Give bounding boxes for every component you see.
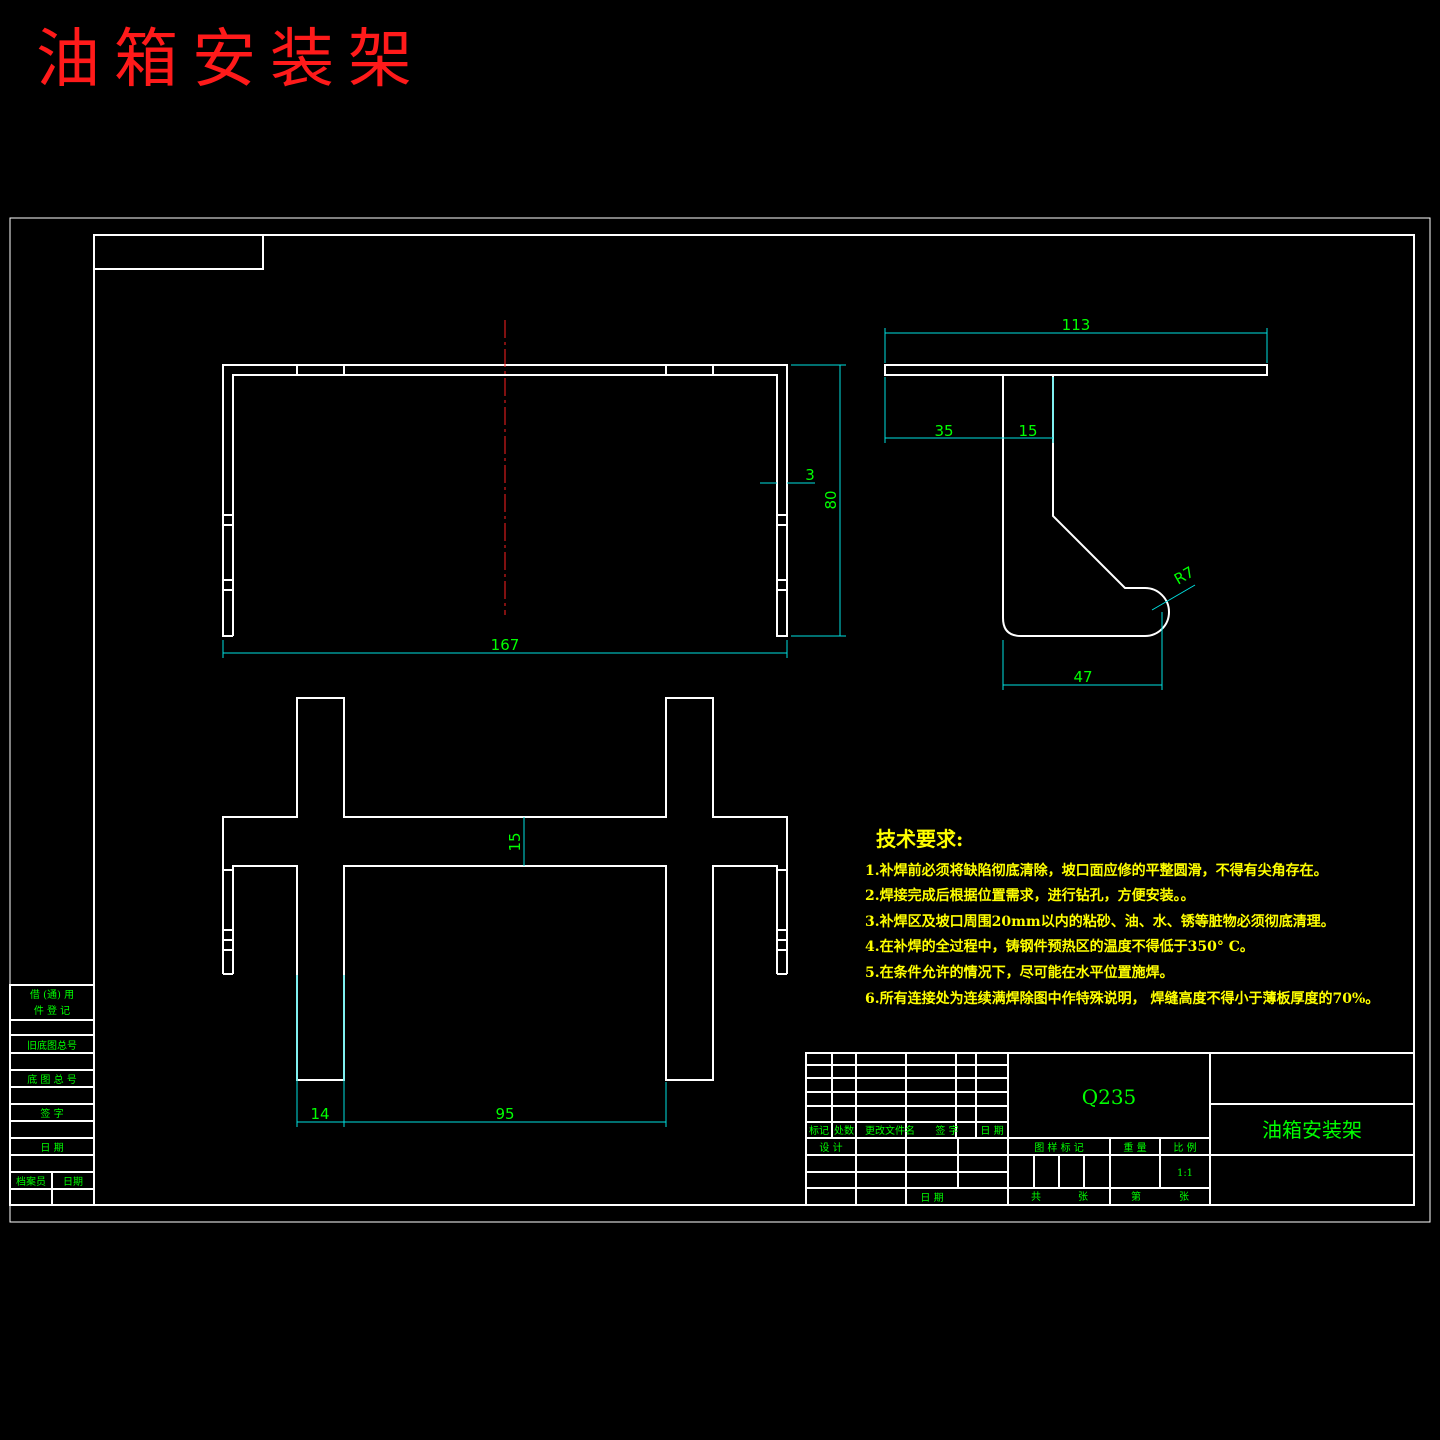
design-label: 设 计 xyxy=(819,1141,842,1154)
sheets-total-label: 共 xyxy=(1031,1191,1041,1203)
side-row-3: 底 图 总 号 xyxy=(27,1073,77,1086)
scale-value: 1:1 xyxy=(1177,1168,1193,1179)
material-value: Q235 xyxy=(1082,1085,1137,1109)
side-view: 113 35 15 R7 47 xyxy=(884,316,1268,690)
dim-15-side: 15 xyxy=(1018,422,1037,440)
scale-label: 比 例 xyxy=(1173,1141,1196,1154)
tech-item-5: 5.在条件允许的情况下，尽可能在水平位置施焊。 xyxy=(865,964,1174,981)
dim-15-plan: 15 xyxy=(506,832,524,851)
rev-header-count: 处数 xyxy=(834,1124,854,1137)
corner-box xyxy=(93,234,264,270)
side-row-1b: 件 登 记 xyxy=(34,1004,70,1017)
outer-frame xyxy=(9,217,1431,1223)
dim-47: 47 xyxy=(1073,668,1092,686)
front-view-outline xyxy=(222,364,788,637)
drawing-title: 油箱安装架 xyxy=(36,23,426,97)
side-row-5: 日 期 xyxy=(40,1142,63,1154)
sheet-no-label: 第 xyxy=(1131,1190,1141,1203)
tech-requirements: 技术要求: 1.补焊前必须将缺陷彻底清除，坡口面应修的平整圆滑，不得有尖角存在。… xyxy=(865,827,1379,1007)
inner-frame xyxy=(93,234,1415,1206)
dim-80: 80 xyxy=(822,490,840,509)
dim-95: 95 xyxy=(495,1105,514,1123)
rev-header-mark: 标记 xyxy=(809,1125,829,1137)
side-row-6a: 档案员 xyxy=(16,1175,46,1188)
dim-3: 3 xyxy=(805,466,815,484)
sheets-unit-label: 张 xyxy=(1078,1191,1088,1203)
plan-view-outline xyxy=(222,697,788,974)
dim-167: 167 xyxy=(491,636,520,654)
tech-item-1: 1.补焊前必须将缺陷彻底清除，坡口面应修的平整圆滑，不得有尖角存在。 xyxy=(865,862,1328,879)
tech-item-6: 6.所有连接处为连续满焊除图中作特殊说明， 焊缝高度不得小于薄板厚度的70%。 xyxy=(865,990,1379,1007)
stage-mark-label: 图 样 标 记 xyxy=(1034,1141,1084,1154)
tech-heading: 技术要求: xyxy=(876,827,963,851)
tech-item-3: 3.补焊区及坡口周围20mm以内的粘砂、油、水、锈等脏物必须彻底清理。 xyxy=(865,913,1335,930)
title-block: Q235 油箱安装架 标记 处数 更改文件名 签 字 日 期 设 计 日 期 图… xyxy=(805,1052,1415,1206)
sheet-unit2-label: 张 xyxy=(1179,1191,1189,1203)
side-row-2: 旧底图总号 xyxy=(27,1039,77,1052)
side-row-6b: 日期 xyxy=(63,1176,83,1188)
part-name: 油箱安装架 xyxy=(1262,1118,1362,1142)
tech-item-2: 2.焊接完成后根据位置需求，进行钻孔，方便安装。。 xyxy=(865,887,1195,904)
dim-113: 113 xyxy=(1062,316,1091,334)
weight-label: 重 量 xyxy=(1123,1141,1146,1154)
date-label: 日 期 xyxy=(920,1192,943,1204)
rev-header-sign: 签 字 xyxy=(935,1124,958,1137)
dim-14: 14 xyxy=(310,1105,329,1123)
dim-r7: R7 xyxy=(1171,563,1197,589)
side-row-1a: 借 (通) 用 xyxy=(30,989,74,1001)
dim-35: 35 xyxy=(934,422,953,440)
side-view-bracket xyxy=(1002,375,1170,637)
side-row-4: 签 字 xyxy=(40,1107,63,1120)
tech-item-4: 4.在补焊的全过程中，铸钢件预热区的温度不得低于350° C。 xyxy=(865,938,1254,955)
plan-view: 15 14 95 xyxy=(222,697,788,1127)
side-table: 借 (通) 用 件 登 记 旧底图总号 底 图 总 号 签 字 日 期 档案员 … xyxy=(9,984,95,1206)
front-view: 167 80 3 xyxy=(222,320,846,658)
rev-header-date: 日 期 xyxy=(980,1125,1003,1137)
rev-header-file: 更改文件名 xyxy=(865,1124,915,1137)
